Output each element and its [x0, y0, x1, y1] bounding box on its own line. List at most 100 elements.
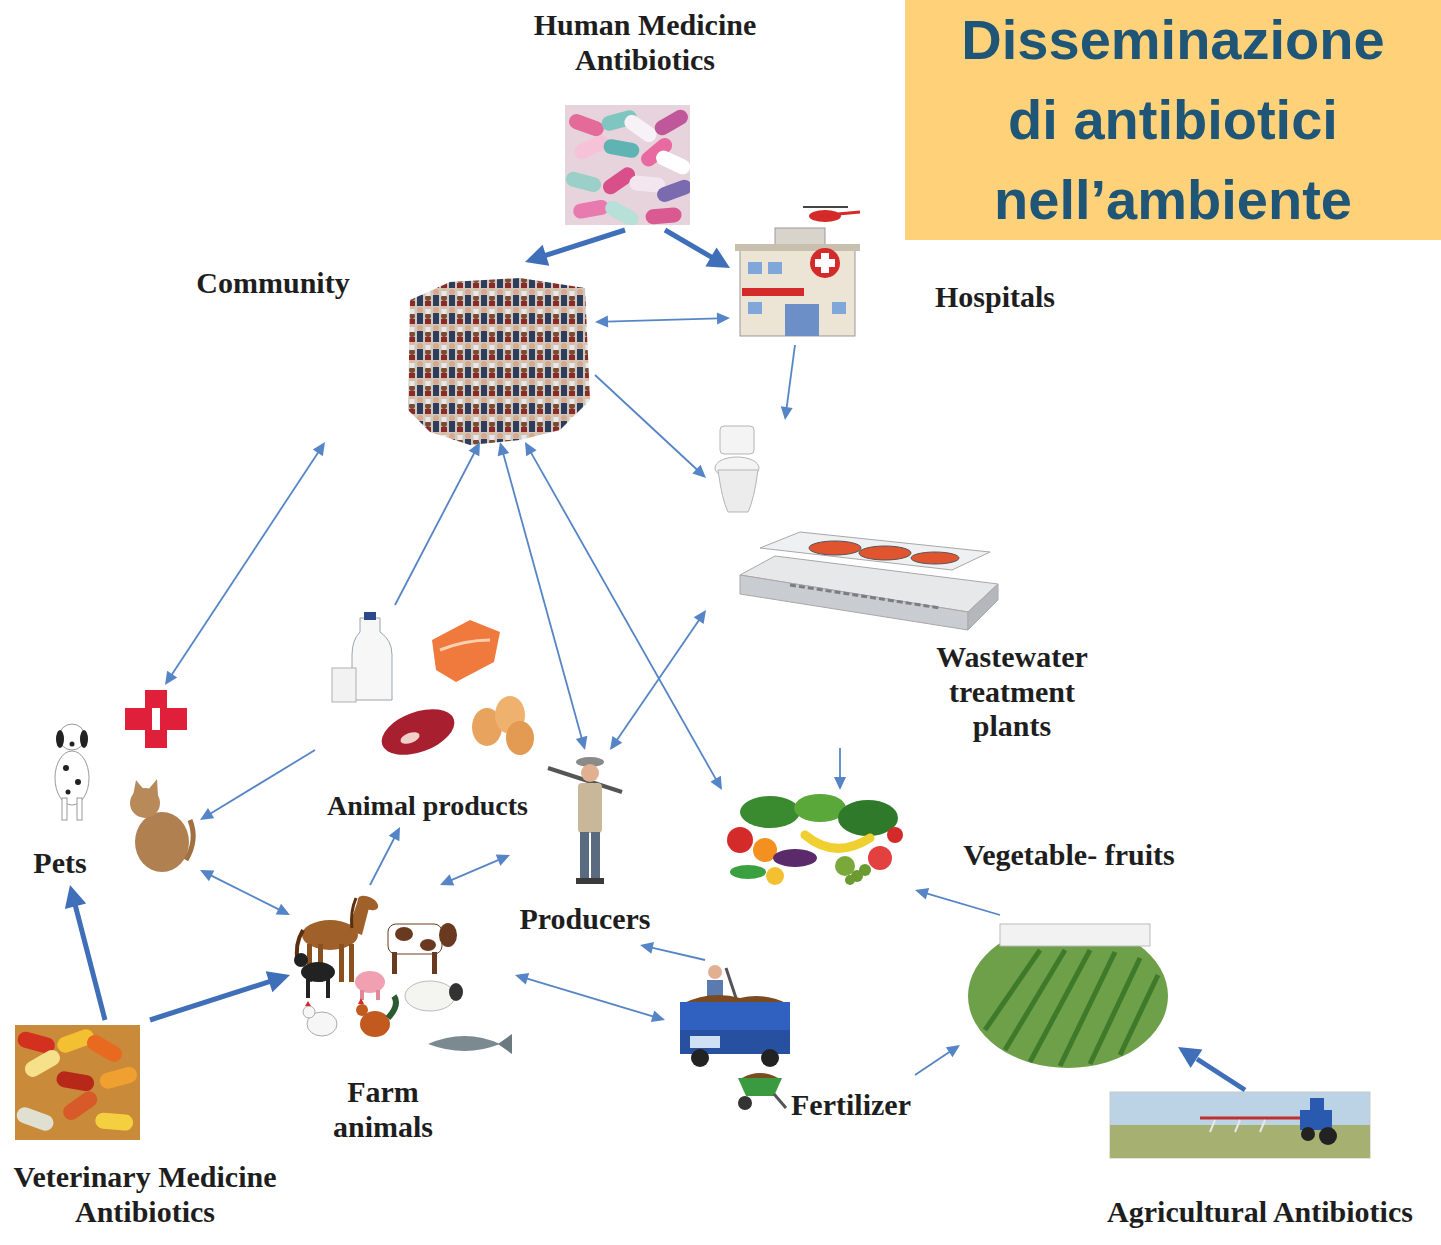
tractor-banner [1110, 1092, 1370, 1158]
connector-line [651, 947, 705, 960]
node-label: Animal products [327, 790, 528, 822]
connector-arrow [525, 230, 625, 266]
illustrated-node: Farm animals [290, 885, 515, 1150]
node-label: Agricultural Antibiotics [1107, 1195, 1413, 1230]
node-label: Producers [519, 902, 650, 937]
arrow-head [276, 904, 290, 915]
arrow-head [705, 247, 730, 268]
connector-arrow [665, 230, 730, 268]
connector-arrow [610, 610, 706, 750]
arrow-head [496, 855, 510, 866]
connector-line [786, 345, 795, 409]
label-row: Vegetable- fruits [948, 838, 1190, 873]
label-row: Hospitals [925, 280, 1065, 315]
toilet [715, 426, 759, 512]
connector-arrow [515, 973, 665, 1022]
illustrated-node: Community [185, 262, 595, 442]
label-row: Wastewater treatment plants [922, 640, 1102, 744]
arrow-head [692, 465, 706, 478]
node-label-block: Animal products [315, 790, 540, 822]
illustrated-node: Animal products [315, 605, 540, 827]
arrow-head [498, 442, 510, 456]
hospital-building [735, 207, 860, 336]
label-row: Producers [510, 902, 660, 937]
arrow-head [651, 1011, 665, 1022]
title-box: Disseminazione di antibiotici nell’ambie… [905, 0, 1441, 240]
crop-field [968, 924, 1168, 1068]
illustrated-node: Producers [510, 750, 660, 945]
connector-arrow [525, 442, 722, 790]
label-row: Fertilizer [790, 1088, 912, 1123]
illustrated-node: Vegetable- fruits [715, 790, 1195, 890]
connector-arrow [440, 855, 510, 886]
connector-line [395, 452, 475, 605]
node-label-block: Farm animals [318, 1075, 448, 1144]
arrow-head [717, 312, 730, 324]
node-label: Community [196, 266, 349, 301]
arrow-head [525, 245, 549, 266]
illustrated-node: Wastewater treatment plants [706, 420, 1106, 748]
node-label-block: Agricultural Antibiotics [1093, 1195, 1427, 1230]
node-label: Hospitals [935, 280, 1055, 315]
connector-line [171, 451, 319, 676]
illustrated-node: Fertilizer [665, 960, 915, 1130]
wheelbarrow [738, 1073, 786, 1110]
label-row: Animal products [315, 790, 540, 822]
connector-arrow [165, 442, 325, 685]
node-label-block: Fertilizer [790, 1088, 912, 1123]
pill-pile [15, 1025, 140, 1140]
arrow-head [313, 442, 325, 456]
connector-arrow [595, 312, 730, 327]
node-label-block: Vegetable- fruits [948, 838, 1190, 873]
arrow-head [525, 442, 537, 456]
arrow-head [834, 777, 846, 790]
node-label-block: Producers [510, 902, 660, 937]
node-label: Pets [33, 846, 86, 881]
arrow-head [165, 671, 177, 685]
farm-animals [294, 893, 512, 1054]
node-label: Vegetable- fruits [963, 838, 1174, 873]
arrow-head [266, 971, 290, 992]
pets [55, 690, 193, 872]
animal-products [332, 612, 534, 764]
arrow-head [469, 442, 480, 456]
treatment-plant [740, 532, 998, 630]
node-label-block: Wastewater treatment plants [922, 640, 1102, 744]
connector-arrow [915, 888, 1000, 915]
connector-line [926, 893, 1000, 915]
label-row: Human Medicine Antibiotics [515, 8, 775, 77]
arrow-head [440, 874, 454, 885]
node-label: Wastewater treatment plants [922, 640, 1102, 744]
connector-line [503, 453, 582, 740]
connector-arrow [150, 971, 290, 1020]
connector-line [150, 981, 271, 1020]
connector-arrow [595, 375, 706, 478]
connector-line [915, 1051, 951, 1075]
connector-line [209, 750, 315, 814]
arrow-head [610, 736, 622, 750]
arrow-head [576, 736, 588, 750]
connector-arrow [834, 748, 846, 790]
connector-line [530, 452, 716, 781]
arrow-head [389, 827, 400, 841]
node-label: Fertilizer [791, 1088, 911, 1123]
label-row: Community [188, 266, 358, 301]
connector-line [370, 837, 395, 885]
arrow-head [946, 1045, 960, 1057]
node-label-block: Veterinary Medicine Antibiotics [8, 1160, 282, 1229]
arrow-head [595, 316, 608, 328]
connector-arrow [640, 942, 705, 960]
illustrated-node: Veterinary Medicine Antibiotics [5, 1020, 286, 1240]
arrow-head [515, 973, 529, 984]
node-label: Farm animals [318, 1075, 448, 1144]
node-label: Veterinary Medicine Antibiotics [8, 1160, 282, 1229]
illustrated-node: Agricultural Antibiotics [960, 915, 1430, 1240]
connector-line [210, 875, 280, 910]
illustrated-node: Pets [25, 685, 200, 885]
connector-line [616, 619, 700, 741]
label-row: Pets [25, 846, 95, 881]
fertilizer-truck [680, 965, 790, 1067]
label-row: Farm animals [318, 1075, 448, 1144]
vegetables-fruits [727, 794, 903, 885]
